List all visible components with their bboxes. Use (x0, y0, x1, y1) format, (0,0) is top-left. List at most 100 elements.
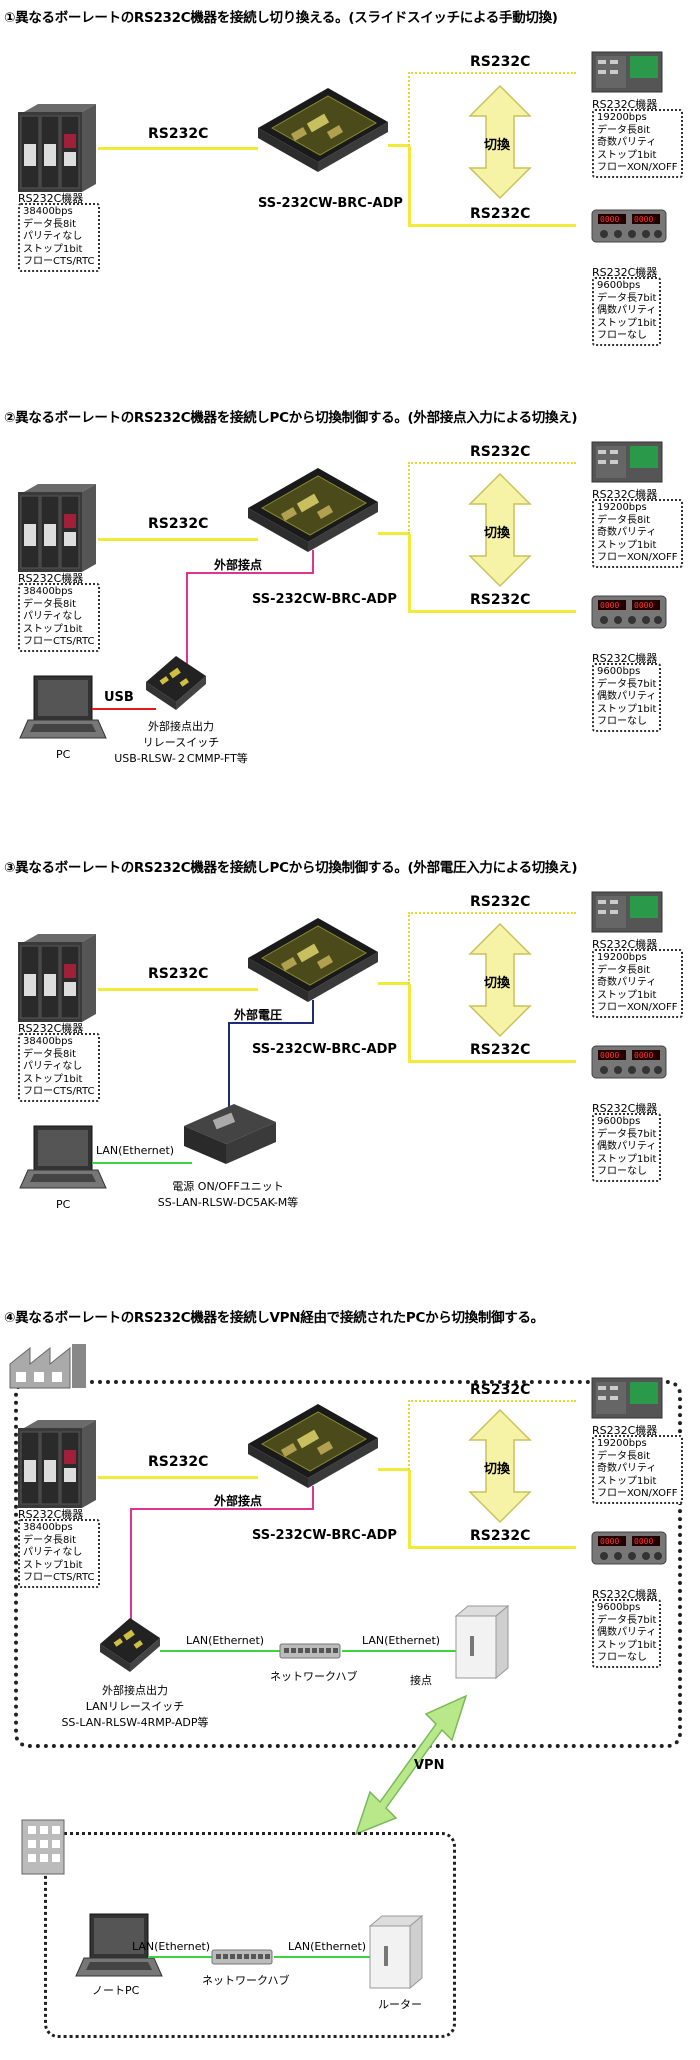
rs232c-label-bottom: RS232C (470, 1042, 531, 1058)
pc-laptop-icon (19, 1125, 107, 1189)
vpn-label: VPN (414, 1758, 445, 1773)
section-1: ①異なるボーレートのRS232C機器を接続し切り換える。(スライドスイッチによる… (0, 0, 700, 400)
pc-label: PC (56, 748, 71, 761)
rs232c-device-meter-icon (591, 209, 667, 243)
top-device-label: RS232C機器 (592, 938, 658, 951)
site-area (14, 1380, 682, 1748)
office-building-icon (21, 1819, 65, 1875)
contact-label: 接点 (410, 1674, 432, 1687)
lan-label-2: LAN(Ethernet) (362, 1634, 441, 1647)
rs232c-label-top: RS232C (470, 54, 531, 70)
rs232c-label-left: RS232C (148, 516, 209, 532)
switch-label: 切換 (484, 1462, 511, 1477)
lan-relay-switch-icon (100, 1618, 160, 1672)
rs232c-label-left: RS232C (148, 1454, 209, 1470)
relay-switch-usb-icon (146, 656, 206, 710)
section-4-title: ④異なるボーレートのRS232C機器を接続しVPN経由で接続されたPCから切換制… (4, 1310, 544, 1326)
hub-label: ネットワークハブ (270, 1670, 358, 1683)
bottom-device-label: RS232C機器 (592, 652, 658, 665)
section-3: ③異なるボーレートのRS232C機器を接続しPCから切換制御する。(外部電圧入力… (0, 850, 700, 1270)
top-device-label: RS232C機器 (592, 488, 658, 501)
router-label: ルーター (378, 1998, 422, 2011)
remote-area (44, 1832, 456, 2038)
section-2-title: ②異なるボーレートのRS232C機器を接続しPCから切換制御する。(外部接点入力… (4, 410, 578, 426)
converter-board-icon (247, 467, 379, 553)
rs232c-label-top: RS232C (470, 894, 531, 910)
rs232c-device-meter-icon (591, 1531, 667, 1565)
ext-contact-label: 外部接点 (214, 558, 263, 572)
rs232c-label-top: RS232C (470, 444, 531, 460)
converter-board-icon (257, 87, 389, 173)
rs232c-device-monitor-icon (591, 51, 663, 93)
converter-model-label: SS-232CW-BRC-ADP (258, 196, 403, 211)
rs232c-label-bottom: RS232C (470, 1528, 531, 1544)
section-3-title: ③異なるボーレートのRS232C機器を接続しPCから切換制御する。(外部電圧入力… (4, 860, 578, 876)
network-hub-icon (279, 1643, 341, 1659)
section-4: ④異なるボーレートのRS232C機器を接続しVPN経由で接続されたPCから切換制… (0, 1300, 700, 2060)
bottom-device-label: RS232C機器 (592, 266, 658, 279)
top-device-label: RS232C機器 (592, 1424, 658, 1437)
rs232c-label-left: RS232C (148, 126, 209, 142)
rs232c-device-meter-icon (591, 595, 667, 629)
pc-label: PC (56, 1198, 71, 1211)
rs232c-label-top: RS232C (470, 1382, 531, 1398)
usb-label: USB (104, 690, 134, 705)
rs232c-device-rack-icon (17, 103, 97, 193)
bottom-device-label: RS232C機器 (592, 1588, 658, 1601)
factory-icon (9, 1343, 87, 1389)
hub-label-remote: ネットワークハブ (202, 1974, 290, 1987)
vpn-router-icon (455, 1605, 509, 1679)
power-unit-icon (184, 1104, 276, 1164)
switch-label: 切換 (484, 976, 511, 991)
rs232c-device-monitor-icon (591, 441, 663, 483)
rs232c-device-rack-icon (17, 1419, 97, 1509)
converter-board-icon (247, 917, 379, 1003)
rs232c-label-bottom: RS232C (470, 206, 531, 222)
lan-label-4: LAN(Ethernet) (288, 1940, 367, 1953)
rs232c-device-rack-icon (17, 933, 97, 1023)
bottom-device-label: RS232C機器 (592, 1102, 658, 1115)
lan-label-3: LAN(Ethernet) (132, 1940, 211, 1953)
lan-label-1: LAN(Ethernet) (186, 1634, 265, 1647)
ext-contact-label: 外部接点 (214, 1494, 263, 1508)
left-device-label: RS232C機器 (18, 1508, 84, 1521)
ext-voltage-label: 外部電圧 (234, 1008, 283, 1022)
rs232c-label-bottom: RS232C (470, 592, 531, 608)
top-device-label: RS232C機器 (592, 98, 658, 111)
rs232c-device-monitor-icon (591, 891, 663, 933)
note-pc-label: ノートPC (92, 1984, 140, 1997)
lan-label: LAN(Ethernet) (96, 1144, 175, 1157)
left-device-label: RS232C機器 (18, 1022, 84, 1035)
converter-model-label: SS-232CW-BRC-ADP (252, 1042, 397, 1057)
rs232c-device-rack-icon (17, 483, 97, 573)
section-1-title: ①異なるボーレートのRS232C機器を接続し切り換える。(スライドスイッチによる… (4, 10, 558, 26)
switch-label: 切換 (484, 138, 511, 153)
rs232c-label-left: RS232C (148, 966, 209, 982)
converter-board-icon (247, 1403, 379, 1489)
left-device-label: RS232C機器 (18, 192, 84, 205)
rs232c-device-monitor-icon (591, 1377, 663, 1419)
converter-model-label: SS-232CW-BRC-ADP (252, 1528, 397, 1543)
rs232c-device-meter-icon (591, 1045, 667, 1079)
switch-label: 切換 (484, 526, 511, 541)
section-2: ②異なるボーレートのRS232C機器を接続しPCから切換制御する。(外部接点入力… (0, 400, 700, 820)
router-icon (369, 1915, 423, 1989)
left-device-label: RS232C機器 (18, 572, 84, 585)
converter-model-label: SS-232CW-BRC-ADP (252, 592, 397, 607)
network-hub-icon-remote (211, 1949, 273, 1965)
